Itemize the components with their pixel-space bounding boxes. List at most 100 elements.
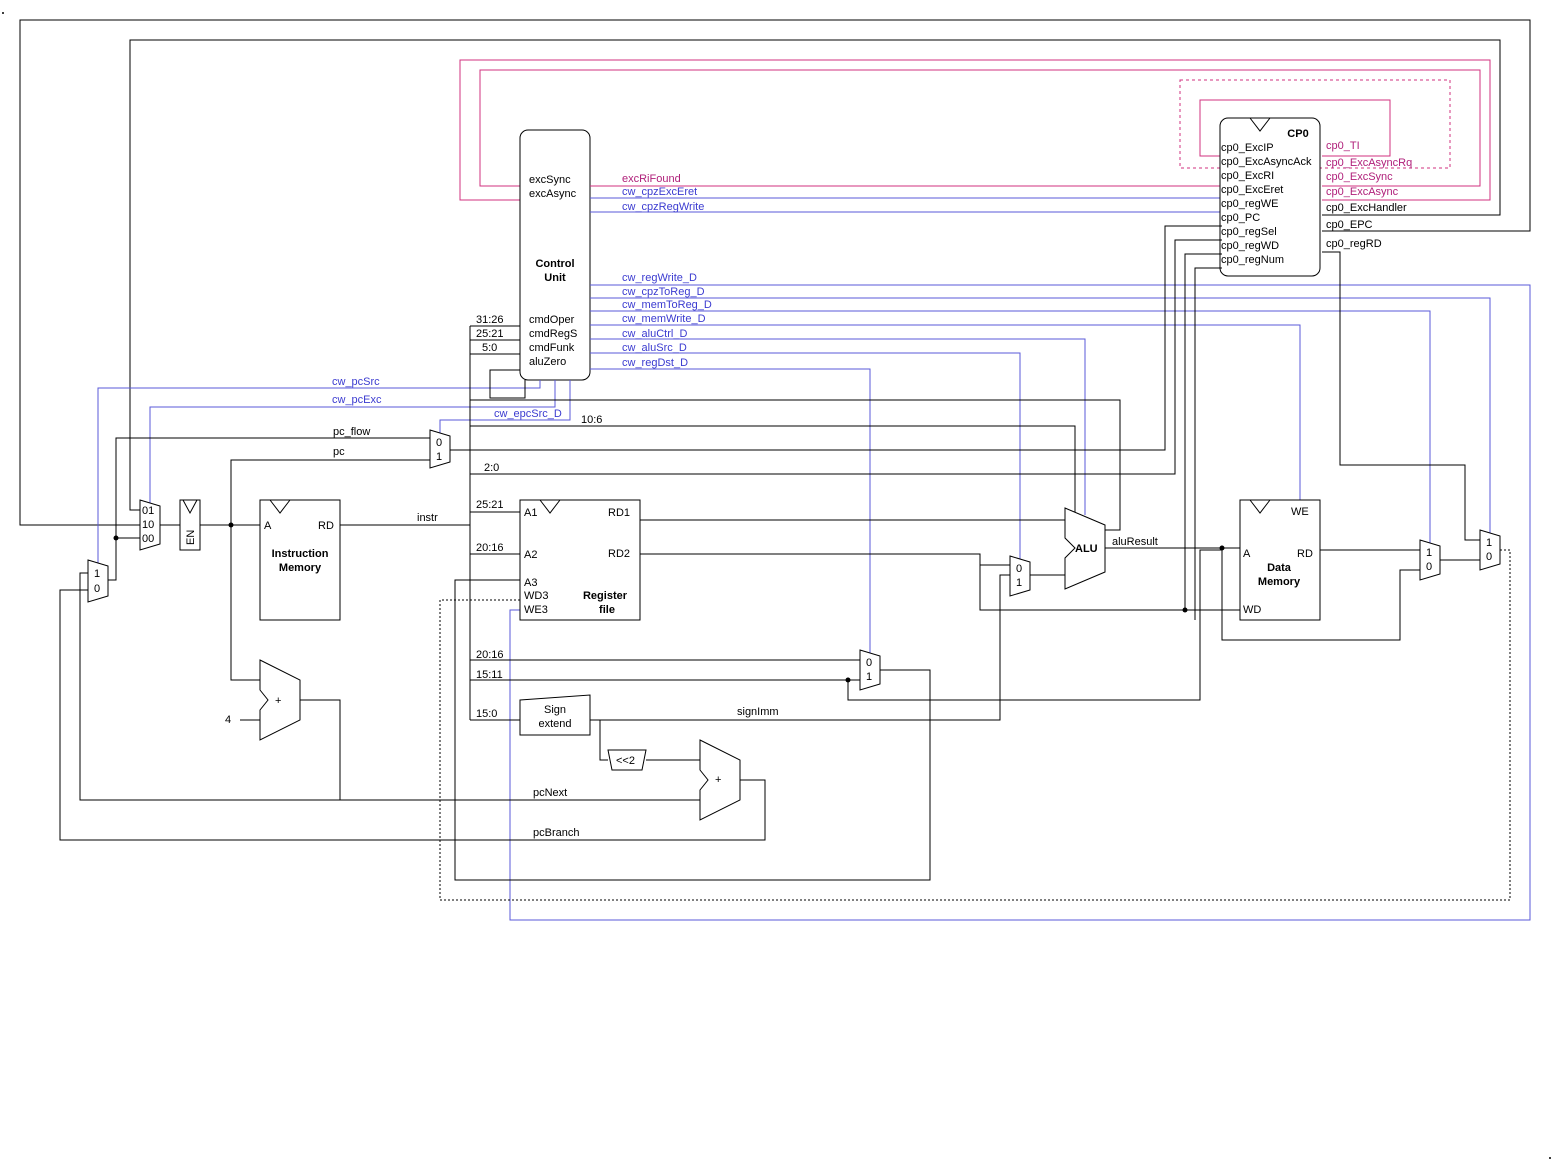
field-5-0: 5:0 [482,342,497,354]
label-cpzregwrite: cw_cpzRegWrite [622,201,704,213]
port-cp0-regwe: cp0_regWE [1221,198,1278,210]
label-memtoreg: cw_memToReg_D [622,299,712,311]
mux-pcflow-0: 0 [436,437,442,449]
label-pcexc: cw_pcExc [332,394,382,406]
label-pcsrc: cw_pcSrc [332,376,380,388]
field-2-0: 2:0 [484,462,499,474]
port-cp0-excsync: cp0_ExcSync [1326,171,1393,183]
port-cmdregs: cmdRegS [529,328,577,340]
imem-title: Instruction [272,548,329,560]
port-cp0-regnum: cp0_regNum [1221,254,1284,266]
sign-extend-block: Sign extend signImm <<2 + [519,574,1010,821]
mux-pcflow-1: 1 [436,451,442,463]
pc-adder: + 4 [225,659,301,741]
mux-pc-10: 10 [142,519,154,531]
label-regdst: cw_regDst_D [622,357,688,369]
dmem-a: A [1243,548,1251,560]
port-cp0-exceret: cp0_ExcEret [1221,184,1283,196]
dmem-title: Data [1267,562,1292,574]
control-signal-labels: excRiFound cw_cpzExcEret cw_cpzRegWrite … [332,173,712,420]
mux-cpz-1: 1 [1486,537,1492,549]
mux-regdst-1: 1 [866,671,872,683]
adder-const-4: 4 [225,714,231,726]
signext-line1: Sign [544,704,566,716]
regfile-wires [439,519,1511,901]
mux-memtoreg-0: 0 [1426,561,1432,573]
field-31-26: 31:26 [476,314,504,326]
port-cp0-excip: cp0_ExcIP [1221,142,1274,154]
mux-pc-01: 01 [142,505,154,517]
data-memory: WE A RD WD Data Memory [1239,499,1420,621]
label-instr: instr [417,512,438,524]
port-aluzero: aluZero [529,356,566,368]
pc-reg-en-label: EN [185,530,197,545]
control-unit: excSync excAsync Control Unit cmdOper cm… [519,129,591,381]
port-cmdfunk: cmdFunk [529,342,575,354]
imem-a: A [264,520,272,532]
rf-a2: A2 [524,549,537,561]
control-unit-title2: Unit [544,272,566,284]
signext-line2: extend [538,718,571,730]
rf-wd3: WD3 [524,590,548,602]
rf-title2: file [599,604,615,616]
dmem-rd: RD [1297,548,1313,560]
shift-label: <<2 [616,755,635,767]
alu-label: ALU [1075,543,1098,555]
field-25-21-rf: 25:21 [476,499,504,511]
label-pcnext: pcNext [533,787,567,799]
mux-regdst-0: 0 [866,657,872,669]
port-excasync: excAsync [529,188,577,200]
imem-rd: RD [318,520,334,532]
label-alusrc: cw_aluSrc_D [622,342,687,354]
mux-alusrc-1: 1 [1016,577,1022,589]
field-20-16-rf: 20:16 [476,542,504,554]
field-10-6: 10:6 [581,414,602,426]
label-regwrite: cw_regWrite_D [622,272,697,284]
alusrc-mux: 0 1 [1009,555,1065,597]
instruction-bus [340,325,1121,721]
label-signimm: signImm [737,706,779,718]
label-pc: pc [333,446,345,458]
mux-cpz-0: 0 [1486,551,1492,563]
label-pcbranch: pcBranch [533,827,579,839]
field-15-11: 15:11 [476,669,503,681]
port-cp0-ti: cp0_TI [1326,140,1360,152]
dmem-we: WE [1291,506,1309,518]
regdst-mux: 0 1 [845,549,1222,701]
rf-a3: A3 [524,577,537,589]
cp0-block: CP0 cp0_ExcIP cp0_ExcAsyncAck cp0_ExcRI … [1219,117,1412,277]
branch-adder-plus: + [715,774,721,786]
port-cp0-epc: cp0_EPC [1326,219,1373,231]
control-signal-wires [97,185,1531,921]
field-15-0: 15:0 [476,708,497,720]
rf-rd1: RD1 [608,507,630,519]
rf-we3: WE3 [524,604,548,616]
port-excsync: excSync [529,174,571,186]
mux-branch-0: 0 [94,583,100,595]
alu: ALU aluResult [1064,507,1420,641]
dmem-title2: Memory [1258,576,1301,588]
imem-title2: Memory [279,562,322,574]
port-cp0-regwd: cp0_regWD [1221,240,1279,252]
adder-plus: + [275,695,281,707]
port-cp0-excasync: cp0_ExcAsync [1326,186,1399,198]
bit-field-labels: 31:26 25:21 5:0 10:6 2:0 25:21 20:16 20:… [417,314,602,720]
control-unit-title: Control [535,258,574,270]
dmem-wd: WD [1243,604,1261,616]
rf-title: Register [583,590,628,602]
port-cp0-pc: cp0_PC [1221,212,1260,224]
label-cpzexceret: cw_cpzExcEret [622,186,697,198]
label-aluresult: aluResult [1112,536,1158,548]
label-pc-flow: pc_flow [333,426,370,438]
port-cp0-regrd: cp0_regRD [1326,238,1382,250]
field-20-16-mux: 20:16 [476,649,504,661]
writeback-muxes: 1 0 1 0 [1419,529,1501,581]
rf-a1: A1 [524,507,537,519]
port-cp0-regsel: cp0_regSel [1221,226,1277,238]
port-cp0-exchandler: cp0_ExcHandler [1326,202,1407,214]
cp0-title: CP0 [1287,128,1308,140]
port-cp0-excri: cp0_ExcRI [1221,170,1274,182]
outer-wires [19,19,1531,526]
port-cp0-excasyncack: cp0_ExcAsyncAck [1221,156,1312,168]
label-cpztoreg: cw_cpzToReg_D [622,286,705,298]
